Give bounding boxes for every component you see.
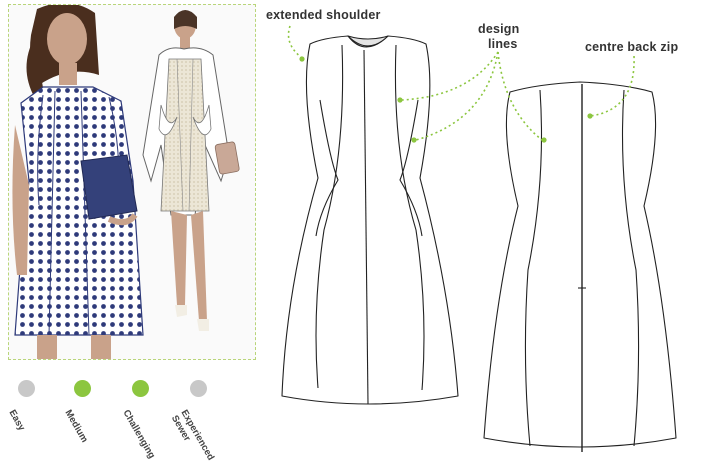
- back-view-dress: [483, 81, 677, 452]
- difficulty-dot-challenging: [132, 380, 149, 397]
- technical-flats: [281, 25, 677, 452]
- difficulty-label-challenging: Challenging: [120, 408, 158, 461]
- difficulty-level-medium: Medium: [62, 380, 126, 460]
- callout-design-lines-line1: design: [478, 22, 520, 36]
- callout-centre-back-zip: centre back zip: [585, 40, 679, 54]
- difficulty-dot-medium: [74, 380, 91, 397]
- front-view-dress: [281, 35, 459, 405]
- callout-design-lines: design lines: [478, 22, 519, 52]
- difficulty-dot-experienced: [190, 380, 207, 397]
- model-1: [12, 5, 144, 359]
- fashion-illustration: [12, 5, 240, 359]
- difficulty-scale: Easy Medium Challenging Experienced Sewe…: [0, 370, 260, 462]
- callout-leaders: [287, 25, 635, 141]
- callout-extended-shoulder: extended shoulder: [266, 8, 381, 22]
- difficulty-level-challenging: Challenging: [120, 380, 184, 461]
- model-2: [142, 10, 240, 331]
- difficulty-label-easy: Easy: [6, 408, 28, 433]
- callout-design-lines-line2: lines: [487, 37, 518, 51]
- difficulty-level-easy: Easy: [6, 380, 70, 460]
- difficulty-label-medium: Medium: [62, 408, 90, 445]
- callout-dots: [299, 56, 593, 143]
- fashion-illustration-panel: [8, 4, 256, 360]
- difficulty-dot-easy: [18, 380, 35, 397]
- difficulty-level-experienced: Experienced Sewer: [169, 380, 242, 462]
